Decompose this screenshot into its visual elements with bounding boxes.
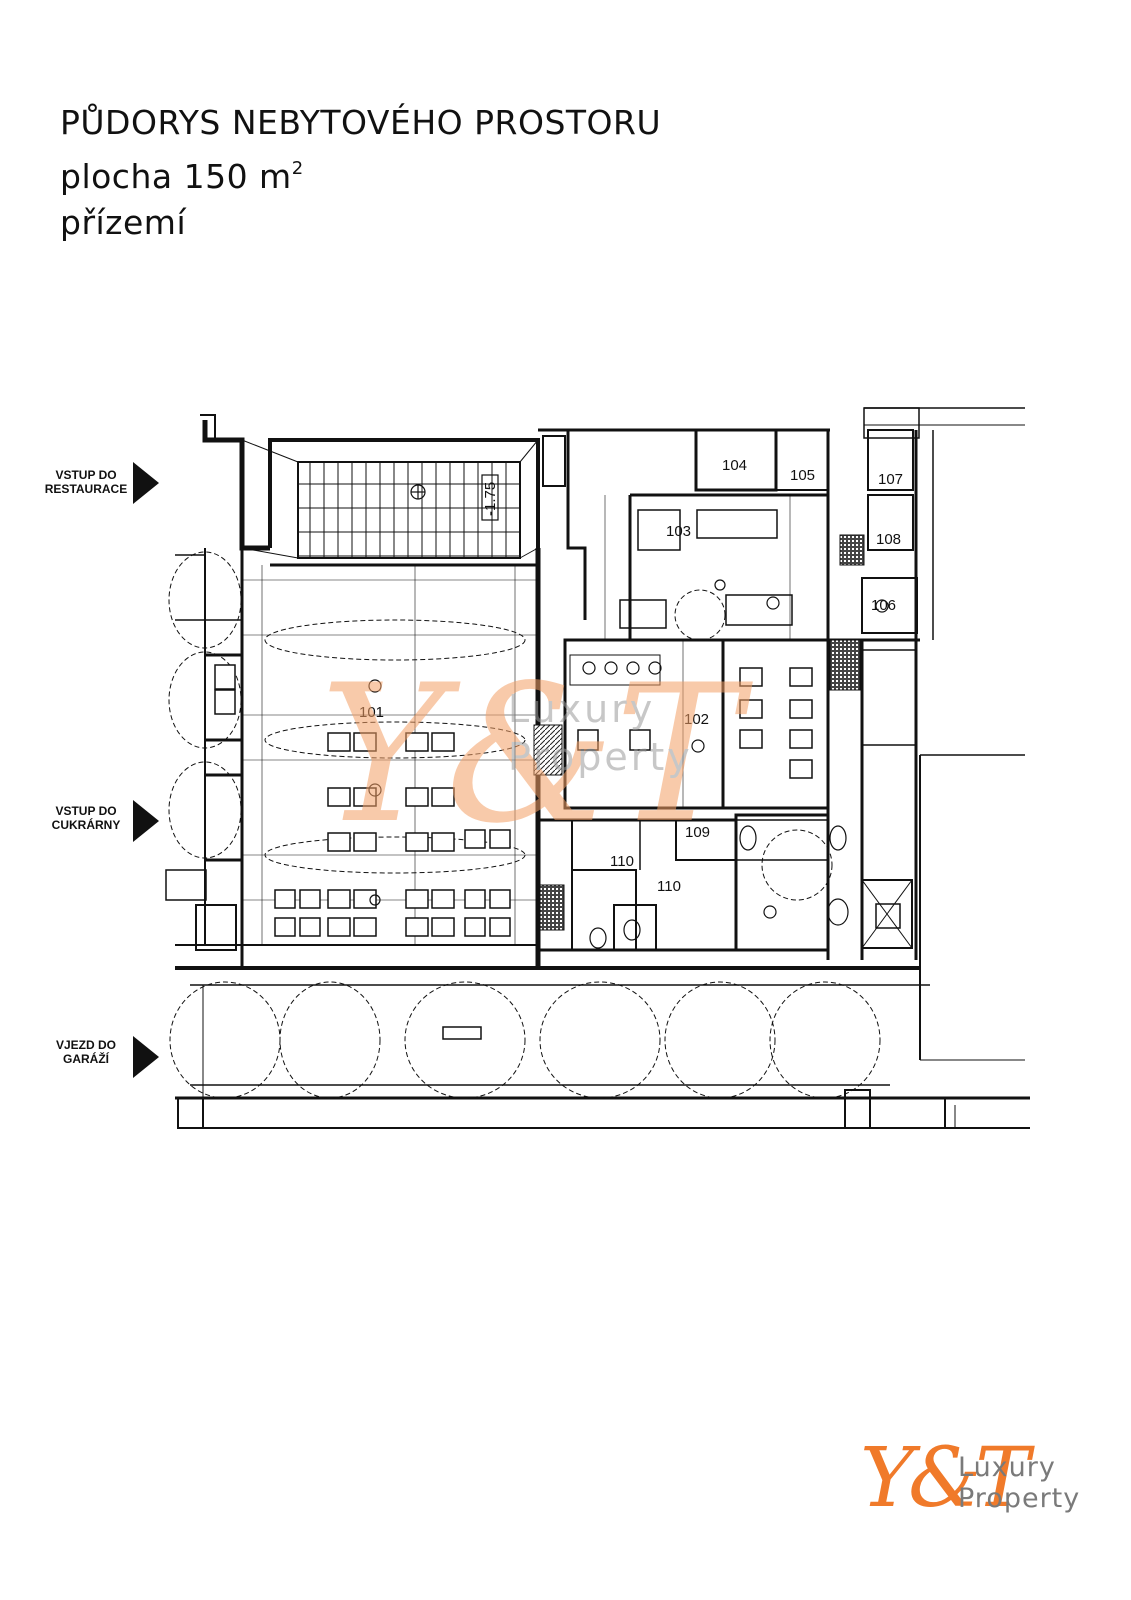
fixtures	[368, 474, 889, 949]
area-value: plocha 150 m	[60, 157, 292, 196]
chair	[789, 729, 813, 749]
chair	[789, 699, 813, 719]
table	[327, 889, 351, 909]
room-label-110: 110	[657, 878, 681, 895]
entrance-arrow-icon	[133, 800, 159, 842]
room-label-103: 103	[666, 523, 691, 540]
entrance-label-line1: VSTUP DO	[55, 468, 116, 482]
chair	[789, 759, 813, 779]
table	[431, 787, 455, 807]
room-label-109: 109	[685, 824, 710, 841]
table	[353, 889, 377, 909]
entrance-label-line2: GARÁŽÍ	[63, 1051, 110, 1066]
grid-lines	[242, 495, 791, 945]
chair	[577, 729, 599, 751]
entrance-restaurant: VSTUP DO RESTAURACE	[45, 462, 159, 504]
chair	[739, 729, 763, 749]
watermark: Y&T Luxury Property	[320, 644, 754, 865]
page-header: PŮDORYS NEBYTOVÉHO PROSTORU plocha 150 m…	[60, 100, 661, 246]
table	[464, 917, 486, 937]
table	[353, 917, 377, 937]
table	[353, 732, 377, 752]
watermark-monogram: Y&T	[320, 644, 754, 865]
entrance-markers: VSTUP DO RESTAURACE VSTUP DO CUKRÁRNY VJ…	[45, 462, 159, 1078]
entrance-garage: VJEZD DO GARÁŽÍ	[56, 1036, 159, 1078]
logo-text-line1: Luxury	[958, 1452, 1056, 1483]
chair	[739, 667, 763, 687]
table	[405, 889, 429, 909]
entrance-label-line2: CUKRÁRNY	[52, 817, 121, 832]
logo-text-line2: Property	[958, 1483, 1081, 1514]
table	[489, 829, 511, 849]
room-label-101: 101	[359, 704, 384, 721]
room-label-106: 106	[871, 597, 896, 614]
entrance-arrow-icon	[133, 462, 159, 504]
table	[327, 787, 351, 807]
table	[431, 832, 455, 852]
entrance-label-line1: VSTUP DO	[55, 804, 116, 818]
table	[405, 917, 429, 937]
watermark-line2: Property	[508, 735, 693, 779]
room-label-108: 108	[876, 531, 901, 548]
garage-marker	[442, 1026, 482, 1040]
table	[431, 889, 455, 909]
area-unit-exponent: 2	[291, 158, 304, 179]
table	[489, 889, 511, 909]
table	[489, 917, 511, 937]
room-label-105: 105	[790, 467, 815, 484]
area-label: plocha 150 m2	[60, 146, 661, 200]
plan-walls	[165, 407, 1030, 1129]
entrance-arrow-icon	[133, 1036, 159, 1078]
stair-level-label: -1.75	[482, 482, 499, 516]
floor-label: přízemí	[60, 203, 187, 242]
room-labels: 101 102 103 104 105 106 107 108 109 110 …	[359, 457, 903, 895]
table	[299, 889, 321, 909]
table	[431, 732, 455, 752]
table	[327, 832, 351, 852]
table	[353, 832, 377, 852]
table	[464, 829, 486, 849]
logo-monogram: Y&T	[860, 1431, 1035, 1526]
entrance-pastry: VSTUP DO CUKRÁRNY	[52, 800, 159, 842]
staircase	[298, 462, 520, 558]
chair	[789, 667, 813, 687]
table	[274, 889, 296, 909]
room-label-110: 110	[610, 853, 634, 870]
table	[431, 917, 455, 937]
lighting-zones	[168, 551, 881, 1099]
chair	[629, 729, 651, 751]
table	[405, 787, 429, 807]
table	[274, 917, 296, 937]
chair	[214, 689, 236, 715]
chair	[214, 664, 236, 690]
table	[353, 787, 377, 807]
table	[327, 732, 351, 752]
room-label-107: 107	[878, 471, 903, 488]
chair	[739, 699, 763, 719]
furniture	[214, 664, 813, 937]
plan-title: PŮDORYS NEBYTOVÉHO PROSTORU	[60, 103, 662, 142]
room-label-104: 104	[722, 457, 747, 474]
table	[405, 832, 429, 852]
room-label-102: 102	[684, 711, 709, 728]
watermark-line1: Luxury	[508, 687, 655, 731]
table	[299, 917, 321, 937]
entrance-label-line2: RESTAURACE	[45, 482, 127, 496]
logo-text: Luxury Property	[958, 1452, 1080, 1514]
company-logo: Y&T	[860, 1431, 1041, 1526]
table	[405, 732, 429, 752]
table	[327, 917, 351, 937]
entrance-label-line1: VJEZD DO	[56, 1038, 116, 1052]
table	[464, 889, 486, 909]
